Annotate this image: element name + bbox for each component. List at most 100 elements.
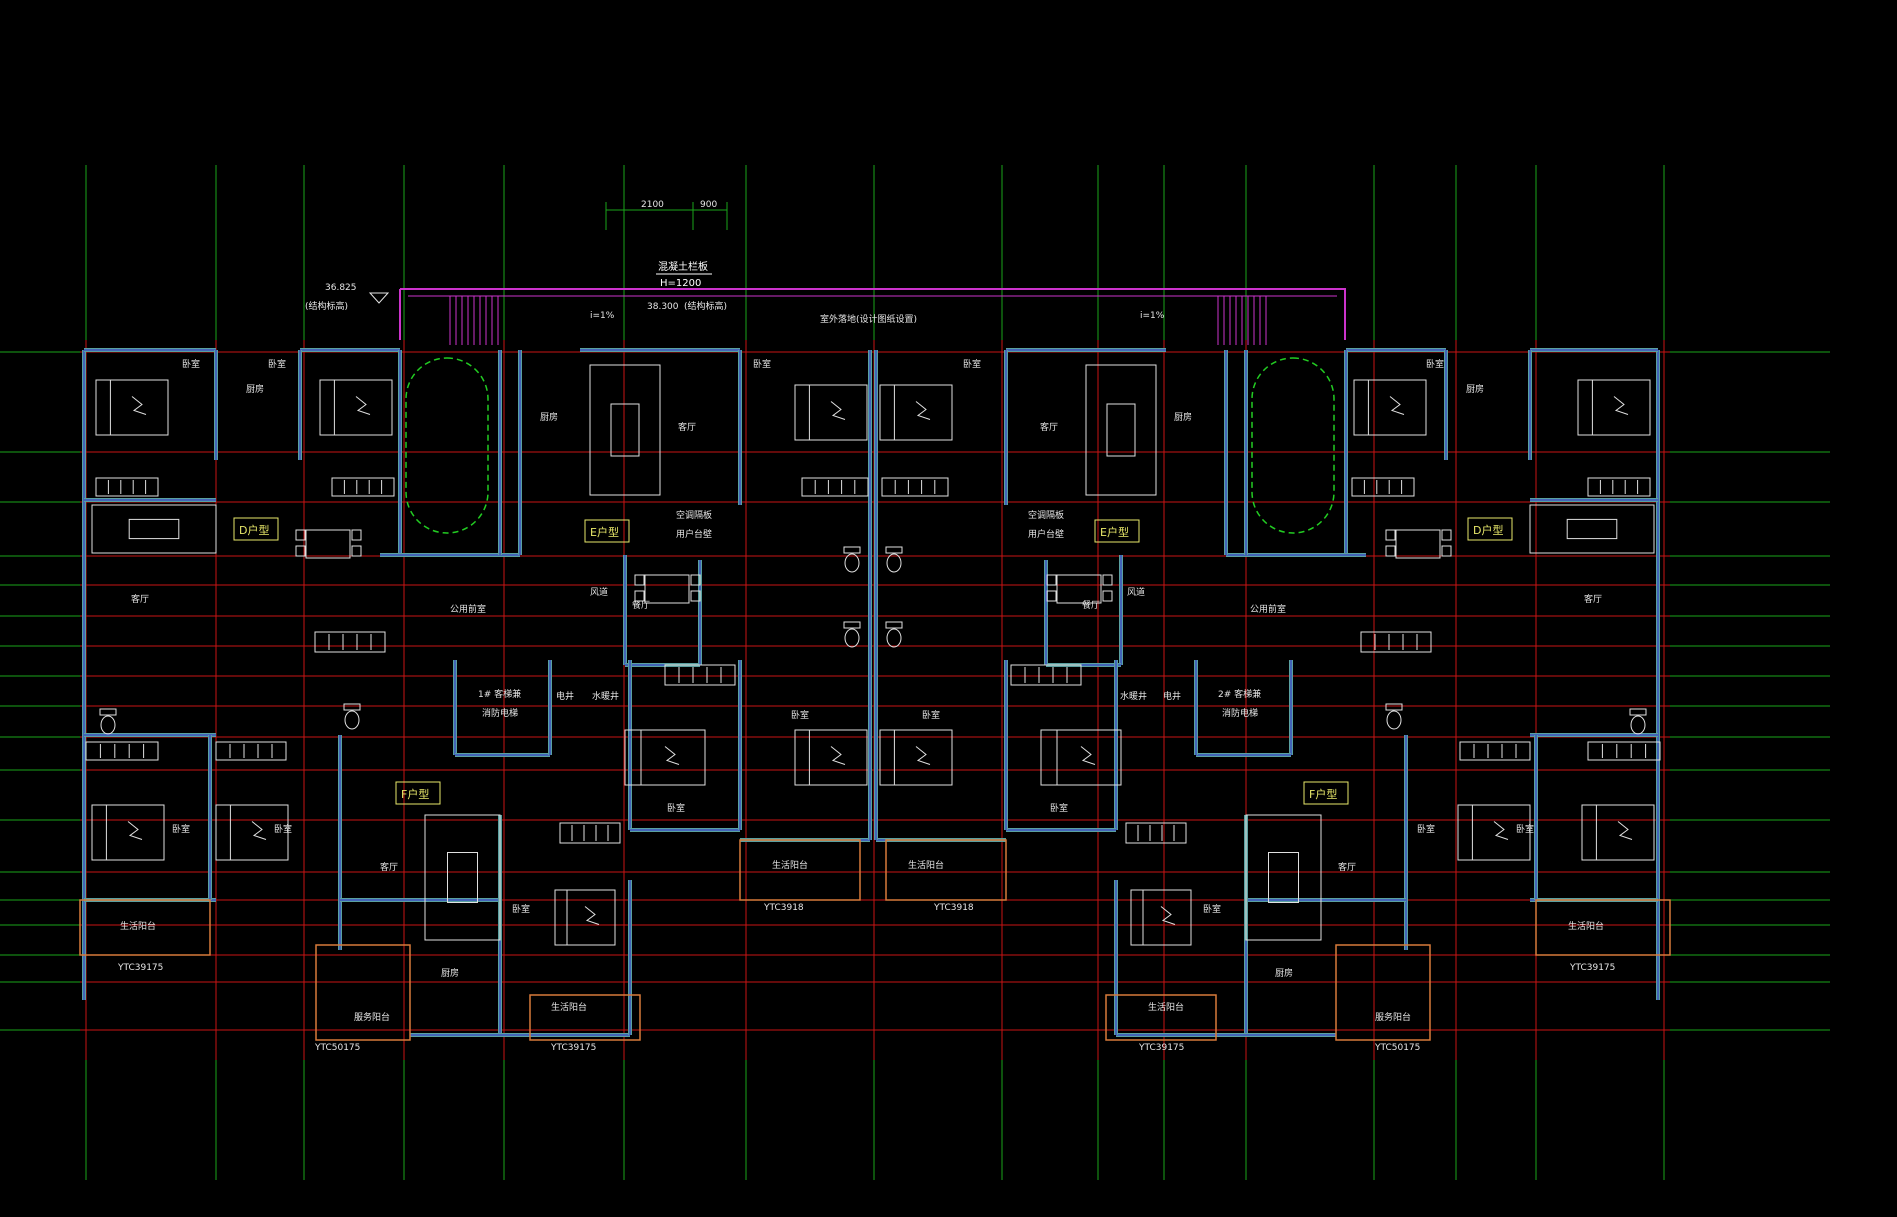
chair bbox=[690, 590, 701, 602]
room-label: 厨房 bbox=[246, 383, 264, 395]
window-tag: YTC50175 bbox=[1374, 1043, 1420, 1053]
stair-voids bbox=[405, 357, 1335, 534]
dining-table bbox=[1395, 529, 1441, 559]
shaft-label: 用户台壁 bbox=[676, 528, 712, 540]
balcony-label: 服务阳台 bbox=[354, 1011, 390, 1023]
railing-height: H=1200 bbox=[660, 278, 701, 289]
bed bbox=[794, 384, 868, 441]
bed-head bbox=[879, 384, 895, 441]
elevator-label: 2# 客梯兼 bbox=[1218, 688, 1261, 700]
room-label: 餐厅 bbox=[632, 599, 650, 611]
chair bbox=[634, 574, 645, 586]
balcony-label: 生活阳台 bbox=[908, 859, 944, 871]
chair bbox=[1441, 529, 1452, 541]
shaft-label: 空调隔板 bbox=[1028, 509, 1064, 521]
wardrobe bbox=[801, 477, 869, 497]
bed-head bbox=[91, 804, 107, 861]
bed-head bbox=[95, 379, 111, 436]
bed bbox=[879, 729, 953, 786]
bed-sheet bbox=[1617, 821, 1633, 840]
roof-steps bbox=[449, 296, 1267, 345]
bed-head bbox=[879, 729, 895, 786]
unit-tags bbox=[233, 517, 1513, 805]
bed-head bbox=[1353, 379, 1369, 436]
elevator-label: 消防电梯 bbox=[482, 707, 518, 719]
bed-head bbox=[1581, 804, 1597, 861]
toilet-tank bbox=[843, 546, 861, 554]
room-label: 卧室 bbox=[667, 802, 685, 814]
bed-sheet bbox=[127, 821, 143, 840]
bed bbox=[1040, 729, 1122, 786]
room-label: 公用前室 bbox=[1250, 603, 1286, 615]
bed-sheet bbox=[1080, 746, 1096, 765]
unit-tag-f-left: F户型 bbox=[401, 787, 429, 801]
sofa bbox=[1085, 364, 1157, 496]
balcony-label: 生活阳台 bbox=[1148, 1001, 1184, 1013]
wardrobe bbox=[1587, 477, 1651, 497]
room-label: 卧室 bbox=[963, 358, 981, 370]
wardrobe bbox=[1587, 741, 1661, 761]
elevator-label: 1# 客梯兼 bbox=[478, 688, 521, 700]
slope-left: i=1% bbox=[590, 311, 615, 321]
elevation-left: 36.825 bbox=[325, 283, 357, 293]
bed bbox=[879, 384, 953, 441]
room-label: 卧室 bbox=[1516, 823, 1534, 835]
shaft-label: 用户台壁 bbox=[1028, 528, 1064, 540]
bed-head bbox=[794, 729, 810, 786]
chair bbox=[295, 545, 306, 557]
bed-head bbox=[794, 384, 810, 441]
chair bbox=[690, 574, 701, 586]
chair bbox=[634, 590, 645, 602]
unit-tag-f-right: F户型 bbox=[1309, 787, 1337, 801]
room-label: 厨房 bbox=[1174, 411, 1192, 423]
window-tag: YTC39175 bbox=[1569, 963, 1615, 973]
bed-sheet bbox=[830, 746, 846, 765]
wardrobe bbox=[215, 741, 287, 761]
balcony-window bbox=[79, 899, 211, 956]
chair bbox=[1102, 590, 1113, 602]
toilet-tank bbox=[343, 703, 361, 711]
room-label: 风道 bbox=[590, 586, 608, 598]
toilet-tank bbox=[1629, 708, 1647, 716]
elevator-label: 消防电梯 bbox=[1222, 707, 1258, 719]
unit-tag-d-left: D户型 bbox=[239, 523, 269, 537]
bed-sheet bbox=[915, 401, 931, 420]
room-label: 卧室 bbox=[172, 823, 190, 835]
bed bbox=[319, 379, 393, 436]
bed-head bbox=[624, 729, 642, 786]
window-tag: YTC3918 bbox=[933, 903, 974, 913]
bed-head bbox=[1457, 804, 1473, 861]
elevation-left-note: (结构标高) bbox=[305, 300, 348, 312]
room-label: 电井 bbox=[556, 690, 574, 702]
room-label: 水暖井 bbox=[592, 690, 619, 702]
wardrobe bbox=[559, 822, 621, 844]
bed bbox=[794, 729, 868, 786]
balcony-window bbox=[315, 944, 411, 1041]
room-label: 厨房 bbox=[1275, 967, 1293, 979]
bed-head bbox=[1577, 379, 1593, 436]
bed-sheet bbox=[251, 821, 267, 840]
bed bbox=[1130, 889, 1192, 946]
wardrobe bbox=[1125, 822, 1187, 844]
dining-table bbox=[305, 529, 351, 559]
coffee-table bbox=[447, 852, 478, 903]
balcony-window bbox=[739, 839, 861, 901]
toilet bbox=[1386, 710, 1402, 730]
room-label: 卧室 bbox=[791, 709, 809, 721]
bed-sheet bbox=[830, 401, 846, 420]
balcony-window bbox=[1105, 994, 1217, 1041]
bed-sheet bbox=[131, 396, 147, 415]
sofa bbox=[589, 364, 661, 496]
wardrobe bbox=[1360, 631, 1432, 653]
roof-note: 室外落地(设计图纸设置) bbox=[820, 313, 917, 325]
elevation-center: 38.300 bbox=[647, 302, 679, 312]
balcony-label: 生活阳台 bbox=[1568, 920, 1604, 932]
wardrobe bbox=[664, 664, 736, 686]
unit-tag-d-right: D户型 bbox=[1473, 523, 1503, 537]
sofa bbox=[1529, 504, 1655, 554]
railing-name: 混凝土栏板 bbox=[658, 260, 708, 273]
window-tag: YTC50175 bbox=[314, 1043, 360, 1053]
wardrobe bbox=[331, 477, 395, 497]
coffee-table bbox=[610, 403, 640, 457]
